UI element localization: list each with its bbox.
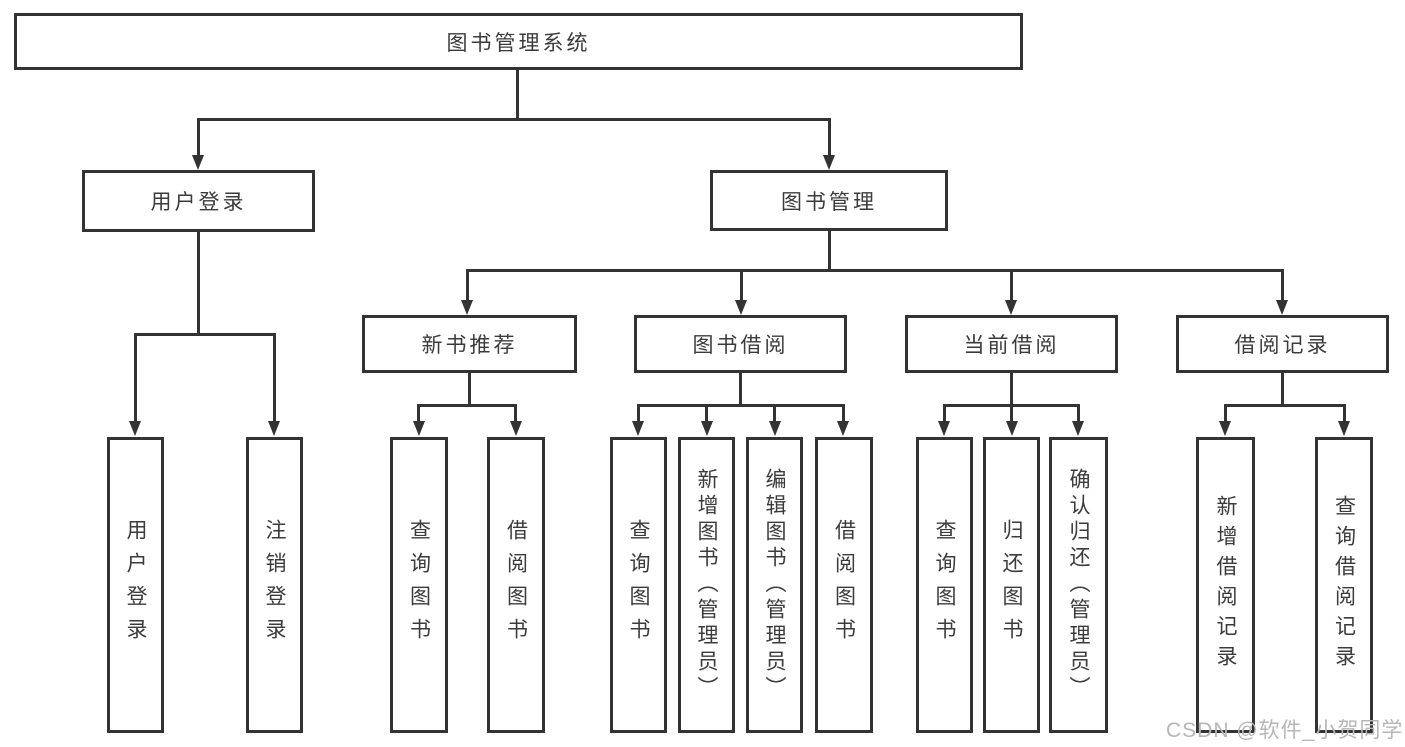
arrow-down-icon [1005, 300, 1017, 315]
leaf-user-login-label: 用户登录 [124, 519, 147, 651]
leaf-return-book: 归还图书 [983, 437, 1040, 733]
arrow-down-icon [632, 421, 644, 436]
node-root-label: 图书管理系统 [446, 31, 591, 55]
node-new-book-recommend-label: 新书推荐 [421, 334, 518, 357]
connector-line [134, 333, 276, 336]
node-book-borrow-label: 图书借阅 [692, 334, 789, 357]
leaf-user-login: 用户登录 [107, 437, 164, 733]
arrow-down-icon [1338, 421, 1350, 436]
arrow-down-icon [461, 300, 473, 315]
leaf-edit-book-admin-label: 编辑图书（管理员） [763, 468, 786, 702]
leaf-query-books-current: 查询图书 [916, 437, 973, 733]
connector-line [514, 404, 517, 423]
connector-line [516, 70, 519, 118]
connector-line [468, 371, 471, 407]
leaf-logout: 注销登录 [246, 437, 303, 733]
leaf-query-borrow-record: 查询借阅记录 [1315, 437, 1373, 733]
node-current-borrow: 当前借阅 [905, 315, 1118, 373]
leaf-edit-book-admin: 编辑图书（管理员） [746, 437, 803, 733]
node-book-borrow: 图书借阅 [634, 315, 847, 373]
node-user-login-label: 用户登录 [150, 191, 247, 214]
connector-line [1281, 269, 1284, 302]
connector-line [1343, 404, 1346, 423]
connector-line [197, 232, 200, 336]
arrow-down-icon [192, 155, 204, 170]
connector-line [637, 404, 845, 407]
leaf-borrow-books-recommend-label: 借阅图书 [504, 519, 528, 651]
connector-line [466, 269, 469, 302]
connector-line [1224, 404, 1227, 423]
arrow-down-icon [769, 421, 781, 436]
connector-line [842, 404, 845, 423]
leaf-query-borrow-record-label: 查询借阅记录 [1332, 495, 1356, 675]
connector-line [637, 404, 640, 423]
connector-line [943, 404, 946, 423]
leaf-confirm-return-admin-label: 确认归还（管理员） [1067, 468, 1090, 702]
arrow-down-icon [837, 421, 849, 436]
leaf-borrow-books-recommend: 借阅图书 [487, 437, 545, 733]
leaf-query-books-recommend: 查询图书 [390, 437, 448, 733]
arrow-down-icon [268, 421, 280, 436]
arrow-down-icon [1006, 421, 1018, 436]
csdn-watermark: CSDN @软件_小贺同学 [1166, 719, 1404, 742]
leaf-query-books-borrow: 查询图书 [610, 437, 667, 733]
leaf-add-borrow-record-label: 新增借阅记录 [1214, 495, 1237, 675]
connector-line [1281, 371, 1284, 407]
connector-line [1010, 404, 1013, 423]
node-borrow-records: 借阅记录 [1176, 315, 1389, 373]
leaf-borrow-books: 借阅图书 [815, 437, 873, 733]
node-root: 图书管理系统 [14, 13, 1023, 70]
leaf-query-books-current-label: 查询图书 [933, 519, 956, 651]
arrow-down-icon [1276, 300, 1288, 315]
leaf-add-borrow-record: 新增借阅记录 [1196, 437, 1255, 733]
leaf-add-book-admin: 新增图书（管理员） [678, 437, 735, 733]
node-book-management-label: 图书管理 [781, 190, 877, 214]
connector-line [773, 404, 776, 423]
leaf-return-book-label: 归还图书 [1000, 519, 1023, 651]
arrow-down-icon [701, 421, 713, 436]
arrow-down-icon [823, 155, 835, 170]
connector-line [1077, 404, 1080, 423]
leaf-borrow-books-label: 借阅图书 [832, 519, 856, 651]
arrow-down-icon [1072, 421, 1084, 436]
connector-line [1224, 404, 1345, 407]
leaf-logout-label: 注销登录 [263, 519, 286, 651]
node-book-management: 图书管理 [710, 170, 948, 231]
connector-line [739, 371, 742, 407]
connector-line [740, 269, 743, 302]
node-user-login: 用户登录 [82, 170, 315, 232]
arrow-down-icon [129, 421, 141, 436]
connector-line [273, 333, 276, 423]
node-new-book-recommend: 新书推荐 [362, 315, 577, 373]
arrow-down-icon [413, 421, 425, 436]
arrow-down-icon [735, 300, 747, 315]
connector-line [1010, 269, 1013, 302]
arrow-down-icon [510, 421, 522, 436]
arrow-down-icon [1219, 421, 1231, 436]
node-borrow-records-label: 借阅记录 [1234, 334, 1331, 357]
leaf-query-books-recommend-label: 查询图书 [407, 519, 431, 651]
connector-line [1010, 371, 1013, 407]
connector-line [134, 333, 137, 423]
leaf-confirm-return-admin: 确认归还（管理员） [1049, 437, 1108, 733]
connector-line [705, 404, 708, 423]
connector-line [197, 118, 200, 156]
leaf-query-books-borrow-label: 查询图书 [627, 519, 650, 651]
node-current-borrow-label: 当前借阅 [963, 334, 1060, 357]
connector-line [417, 404, 517, 407]
connector-line [828, 118, 831, 156]
leaf-add-book-admin-label: 新增图书（管理员） [695, 468, 718, 702]
arrow-down-icon [938, 421, 950, 436]
connector-line [417, 404, 420, 423]
connector-line [466, 269, 1283, 272]
connector-line [828, 231, 831, 272]
connector-line [197, 118, 831, 121]
